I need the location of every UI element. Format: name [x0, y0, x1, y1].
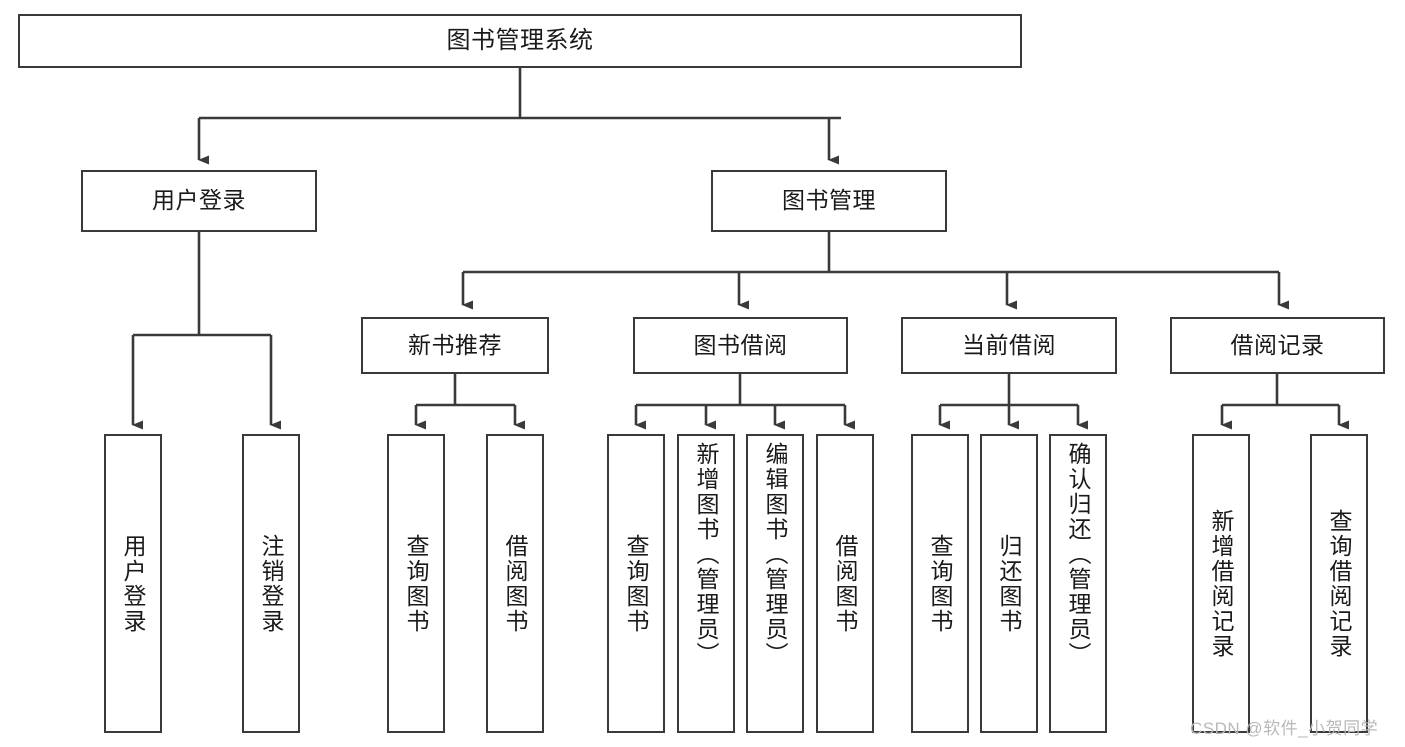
leaf-return-book[interactable]: 归还图书 [980, 434, 1038, 733]
leaf-edit-book-admin[interactable]: 编辑图书（管理员） [746, 434, 804, 733]
node-label: 确认归还（管理员） [1065, 442, 1092, 667]
leaf-add-borrow-record[interactable]: 新增借阅记录 [1192, 434, 1250, 733]
node-user-login[interactable]: 用户登录 [81, 170, 317, 232]
node-label: 注销登录 [258, 533, 285, 634]
node-label: 新书推荐 [408, 331, 502, 358]
node-borrow-record[interactable]: 借阅记录 [1170, 317, 1385, 374]
node-label: 新增图书（管理员） [693, 442, 720, 667]
leaf-user-login[interactable]: 用户登录 [104, 434, 162, 733]
node-book-management[interactable]: 图书管理 [711, 170, 947, 232]
node-label: 新增借阅记录 [1208, 508, 1235, 659]
leaf-borrow-book-borrow[interactable]: 借阅图书 [816, 434, 874, 733]
node-label: 借阅图书 [502, 533, 529, 634]
leaf-user-logout[interactable]: 注销登录 [242, 434, 300, 733]
leaf-query-borrow-record[interactable]: 查询借阅记录 [1310, 434, 1368, 733]
node-label: 图书管理系统 [446, 26, 594, 54]
node-current-borrow[interactable]: 当前借阅 [901, 317, 1117, 374]
leaf-borrow-book-new-book[interactable]: 借阅图书 [486, 434, 544, 733]
leaf-confirm-return-admin[interactable]: 确认归还（管理员） [1049, 434, 1107, 733]
node-label: 图书借阅 [693, 331, 788, 358]
csdn-watermark: CSDN @软件_小贺同学 [1190, 719, 1379, 738]
node-label: 编辑图书（管理员） [762, 442, 789, 667]
node-root-book-management-system[interactable]: 图书管理系统 [18, 14, 1022, 68]
node-label: 当前借阅 [962, 331, 1056, 358]
leaf-query-book-current[interactable]: 查询图书 [911, 434, 969, 733]
node-label: 借阅图书 [832, 533, 859, 634]
node-label: 查询借阅记录 [1326, 508, 1353, 659]
leaf-query-book-borrow[interactable]: 查询图书 [607, 434, 665, 733]
node-label: 用户登录 [120, 533, 147, 634]
node-book-borrow[interactable]: 图书借阅 [633, 317, 848, 374]
node-label: 用户登录 [152, 187, 246, 214]
leaf-query-book-new-book[interactable]: 查询图书 [387, 434, 445, 733]
node-label: 借阅记录 [1230, 331, 1325, 358]
node-label: 查询图书 [623, 533, 650, 634]
node-label: 归还图书 [996, 533, 1023, 634]
node-new-book-recommend[interactable]: 新书推荐 [361, 317, 549, 374]
node-label: 查询图书 [403, 533, 430, 634]
node-label: 图书管理 [782, 187, 876, 214]
leaf-add-book-admin[interactable]: 新增图书（管理员） [677, 434, 735, 733]
node-label: 查询图书 [927, 533, 954, 634]
